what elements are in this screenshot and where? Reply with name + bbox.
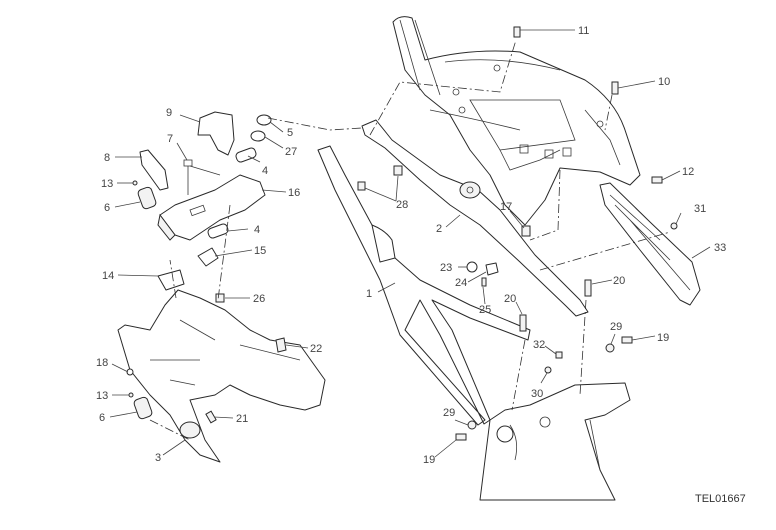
callout-9: 9 — [166, 107, 172, 119]
washer-part — [256, 114, 272, 126]
bracket-part — [157, 174, 266, 241]
light-lower-part — [133, 396, 153, 420]
callout-28: 28 — [396, 199, 408, 211]
callout-13-lower: 13 — [96, 390, 108, 402]
side-panel-part — [599, 182, 701, 306]
lower-subframe-part — [317, 145, 531, 426]
nut-26-part — [215, 293, 225, 303]
callout-6-upper: 6 — [104, 202, 110, 214]
cover-part — [197, 111, 235, 156]
callout-30: 30 — [531, 388, 543, 400]
callout-1: 1 — [366, 288, 372, 300]
spacer-32-part — [555, 351, 563, 359]
callout-33: 33 — [714, 242, 726, 254]
tail-body-part — [392, 16, 641, 226]
callout-25: 25 — [479, 304, 491, 316]
plug-21-part — [205, 410, 217, 424]
bolt-19a-part — [621, 336, 633, 344]
pad-part — [197, 247, 219, 267]
callout-29-left: 29 — [443, 407, 455, 419]
bolt-11-part — [513, 26, 521, 38]
callout-14: 14 — [102, 270, 114, 282]
license-plate-holder-part — [117, 289, 326, 463]
callout-23: 23 — [440, 262, 452, 274]
callout-15: 15 — [254, 245, 266, 257]
bolt-20a-part — [584, 279, 592, 297]
callout-20-right: 20 — [613, 275, 625, 287]
upper-subframe-rail-part — [361, 119, 589, 317]
callout-27: 27 — [285, 146, 297, 158]
callout-6-lower: 6 — [99, 412, 105, 424]
callout-7: 7 — [167, 133, 173, 145]
callout-4-upper: 4 — [262, 165, 268, 177]
screw-25-part — [481, 277, 487, 287]
reflector-bracket-part — [139, 149, 169, 191]
callout-21: 21 — [236, 413, 248, 425]
callout-13-upper: 13 — [101, 178, 113, 190]
callout-31: 31 — [694, 203, 706, 215]
callout-29-right: 29 — [610, 321, 622, 333]
callout-20-left: 20 — [504, 293, 516, 305]
callout-11: 11 — [578, 25, 589, 37]
callout-32: 32 — [533, 339, 545, 351]
callout-19-right: 19 — [657, 332, 669, 344]
leader-lines — [109, 29, 711, 458]
grommet-upper-part — [235, 147, 257, 163]
callout-19-left: 19 — [423, 454, 435, 466]
callout-10: 10 — [658, 76, 670, 88]
cable-part — [183, 159, 221, 195]
nut-30-part — [544, 366, 552, 374]
callout-24: 24 — [455, 277, 467, 289]
callout-17: 17 — [500, 201, 512, 213]
callout-26: 26 — [253, 293, 265, 305]
plug-28a-part — [357, 181, 366, 191]
bolt-12-part — [651, 176, 663, 184]
callout-18: 18 — [96, 357, 108, 369]
clip-17-part — [521, 225, 531, 237]
callout-8: 8 — [104, 152, 110, 164]
screw-13a-part — [132, 180, 138, 186]
callout-2: 2 — [436, 223, 442, 235]
bolt-20b-part — [519, 314, 527, 332]
callout-16: 16 — [288, 187, 300, 199]
plug-28b-part — [393, 165, 403, 176]
clip-22-part — [275, 337, 287, 353]
light-upper-part — [137, 186, 157, 210]
main-frame-part — [479, 382, 631, 501]
bolt-19b-part — [455, 433, 467, 441]
callout-labels: 1 2 3 4 4 5 6 6 7 8 9 10 11 12 13 13 14 … — [96, 25, 726, 466]
bolt-10-part — [611, 81, 619, 95]
nut-31-part — [670, 222, 678, 230]
callout-5: 5 — [287, 127, 293, 139]
washer-29b-part — [467, 420, 477, 430]
grommet-23-part — [466, 261, 478, 273]
washer-29a-part — [605, 343, 615, 353]
rivet-18-part — [126, 368, 134, 376]
drawing-code: TEL01667 — [695, 493, 746, 505]
callout-22: 22 — [310, 343, 322, 355]
assembly-lines — [149, 39, 671, 441]
spacer-part — [250, 130, 266, 142]
callout-3: 3 — [155, 452, 161, 464]
callout-4-lower: 4 — [254, 224, 260, 236]
bracket-24-part — [485, 262, 499, 276]
screw-13b-part — [128, 392, 134, 398]
cover-plate-part — [157, 269, 185, 291]
callout-12: 12 — [682, 166, 694, 178]
